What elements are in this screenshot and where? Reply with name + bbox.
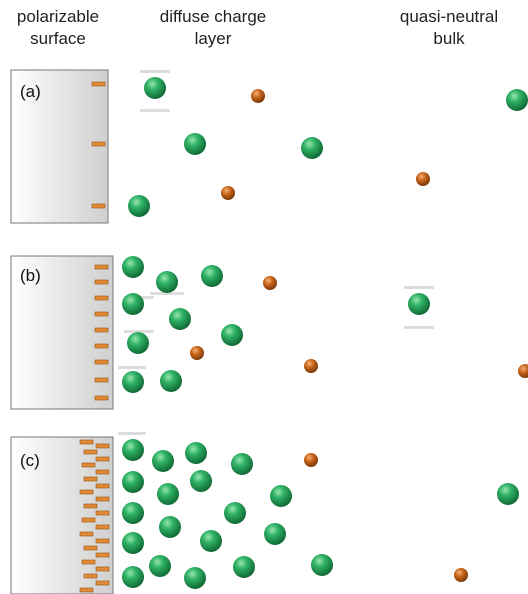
cation: [231, 453, 253, 475]
cation: [506, 89, 528, 111]
cation: [127, 332, 149, 354]
panel-b: (b): [10, 255, 114, 410]
cation: [169, 308, 191, 330]
surface-charges-b: [94, 264, 109, 401]
anion: [221, 186, 235, 200]
cation: [184, 567, 206, 589]
ions-b: [122, 256, 528, 393]
cation: [201, 265, 223, 287]
cation: [221, 324, 243, 346]
cation: [122, 371, 144, 393]
cation: [128, 195, 150, 217]
cation: [156, 271, 178, 293]
cation: [122, 471, 144, 493]
cation: [233, 556, 255, 578]
header-quasi-neutral-bulk: quasi-neutral bulk: [399, 7, 499, 48]
anion: [518, 364, 528, 378]
panel-label-b: (b): [20, 266, 41, 285]
cation: [152, 450, 174, 472]
ions-c: [122, 439, 519, 589]
cation: [122, 532, 144, 554]
cation: [190, 470, 212, 492]
cation: [159, 516, 181, 538]
surface-a: [10, 69, 109, 224]
anion: [304, 359, 318, 373]
header-polarizable-surface: polarizable surface: [16, 7, 100, 48]
cation: [157, 483, 179, 505]
cation: [270, 485, 292, 507]
cation: [122, 256, 144, 278]
surface-charges-a: [91, 81, 106, 209]
cation: [497, 483, 519, 505]
cation: [184, 133, 206, 155]
cation: [224, 502, 246, 524]
surface-charges-c: [79, 439, 110, 593]
panel-c: (c): [10, 436, 114, 594]
cation: [160, 370, 182, 392]
anion: [251, 89, 265, 103]
anion: [190, 346, 204, 360]
panel-a: (a): [10, 69, 109, 224]
cation: [144, 77, 166, 99]
cation: [311, 554, 333, 576]
cation: [408, 293, 430, 315]
panel-label-c: (c): [20, 451, 40, 470]
panel-label-a: (a): [20, 82, 41, 101]
ions-a: [128, 77, 528, 217]
cation: [122, 293, 144, 315]
anion: [263, 276, 277, 290]
cation: [185, 442, 207, 464]
anion: [454, 568, 468, 582]
cation: [122, 502, 144, 524]
anion: [416, 172, 430, 186]
cation: [122, 566, 144, 588]
anion: [304, 453, 318, 467]
cation: [200, 530, 222, 552]
header-diffuse-charge-layer: diffuse charge layer: [159, 7, 267, 48]
cation: [122, 439, 144, 461]
cation: [149, 555, 171, 577]
cation: [264, 523, 286, 545]
cation: [301, 137, 323, 159]
